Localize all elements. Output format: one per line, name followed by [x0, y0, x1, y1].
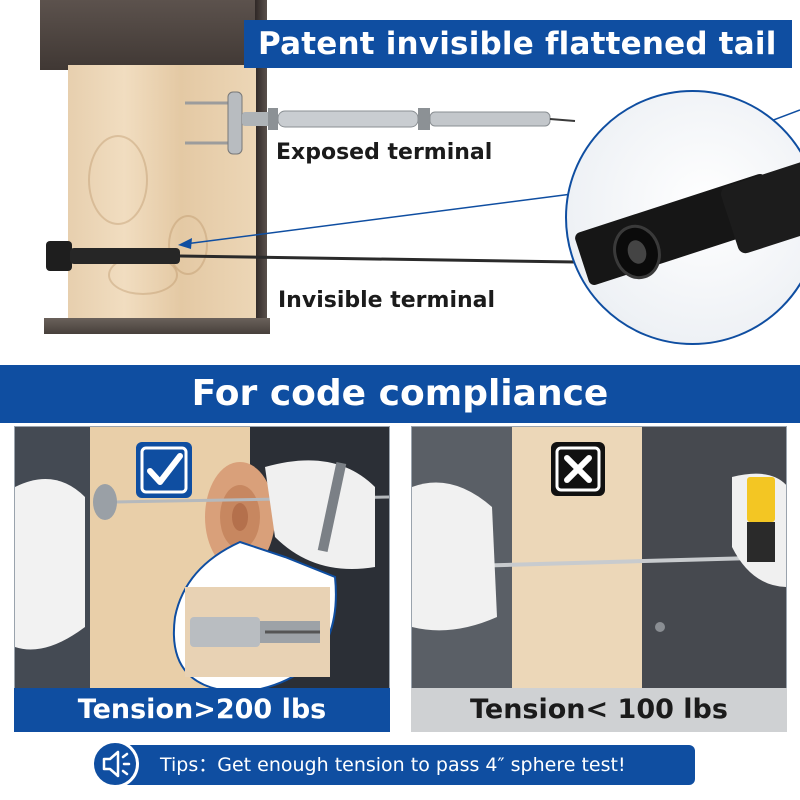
cable-hardware-illustration	[46, 91, 800, 271]
exposed-terminal-label: Exposed terminal	[276, 140, 493, 165]
compliant-photo	[15, 427, 389, 730]
compliant-panel	[14, 426, 390, 731]
zoom-detail-circle	[565, 90, 800, 345]
post-shadow	[255, 0, 267, 330]
tips-bar	[95, 745, 695, 785]
wood-board	[68, 65, 256, 327]
noncompliant-caption: Tension< 100 lbs	[411, 688, 787, 732]
check-badge	[136, 442, 192, 498]
exposed-turnbuckle-icon	[185, 91, 576, 155]
x-mark-icon	[555, 446, 601, 492]
top-product-photo	[0, 0, 800, 345]
section-banner: For code compliance	[0, 365, 800, 423]
invisible-terminal-rod-icon	[46, 241, 576, 271]
title-banner: Patent invisible flattened tail	[244, 20, 792, 68]
invisible-terminal-label: Invisible terminal	[278, 288, 496, 313]
flattened-tail-icon	[575, 156, 800, 285]
checkmark-icon	[140, 446, 188, 494]
speaker-icon	[91, 740, 139, 788]
tips-text: Tips：Get enough tension to pass 4″ spher…	[160, 754, 626, 776]
x-badge	[551, 442, 605, 496]
dark-shelf	[40, 0, 255, 70]
base-plank	[44, 318, 270, 334]
compliant-caption: Tension>200 lbs	[14, 688, 390, 732]
